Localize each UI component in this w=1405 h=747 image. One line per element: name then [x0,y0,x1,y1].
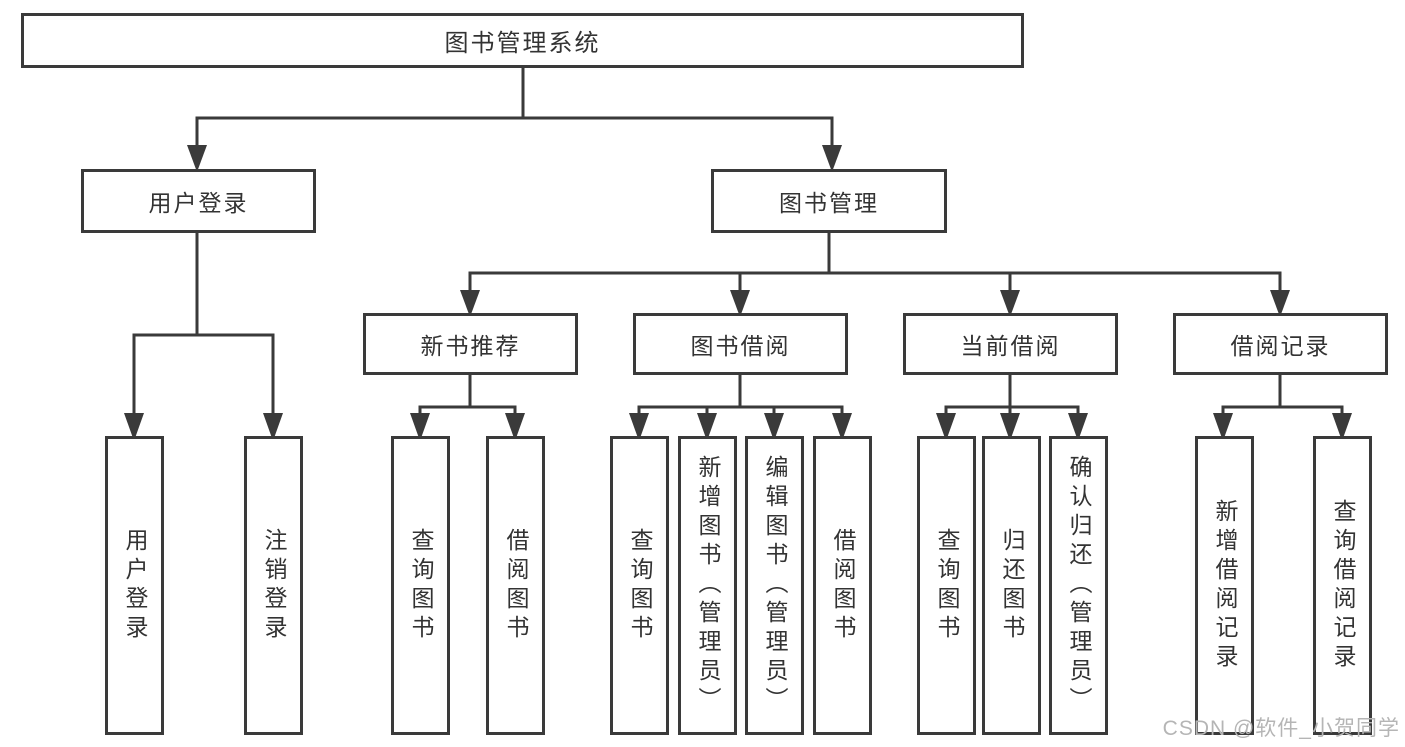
leaf-user-login: 用户登录 [105,436,164,735]
watermark-text: CSDN @软件_小贺同学 [1162,717,1400,740]
node-borrowing-records: 借阅记录 [1173,313,1388,375]
leaf-add-borrow-record: 新增借阅记录 [1195,436,1254,735]
node-book-management: 图书管理 [711,169,947,233]
leaf-confirm-return-admin: 确认归还（管理员） [1049,436,1108,735]
leaf-query-book-1: 查询图书 [391,436,450,735]
leaf-query-book-3: 查询图书 [917,436,976,735]
node-current-borrowing: 当前借阅 [903,313,1118,375]
leaf-return-book: 归还图书 [982,436,1041,735]
leaf-add-book-admin: 新增图书（管理员） [678,436,737,735]
leaf-borrow-book-1: 借阅图书 [486,436,545,735]
leaf-logout: 注销登录 [244,436,303,735]
node-library-management-system: 图书管理系统 [21,13,1024,68]
node-user-login: 用户登录 [81,169,316,233]
node-new-book-recommend: 新书推荐 [363,313,578,375]
leaf-query-borrow-record: 查询借阅记录 [1313,436,1372,735]
node-book-borrowing: 图书借阅 [633,313,848,375]
leaf-edit-book-admin: 编辑图书（管理员） [745,436,804,735]
leaf-query-book-2: 查询图书 [610,436,669,735]
leaf-borrow-book-2: 借阅图书 [813,436,872,735]
